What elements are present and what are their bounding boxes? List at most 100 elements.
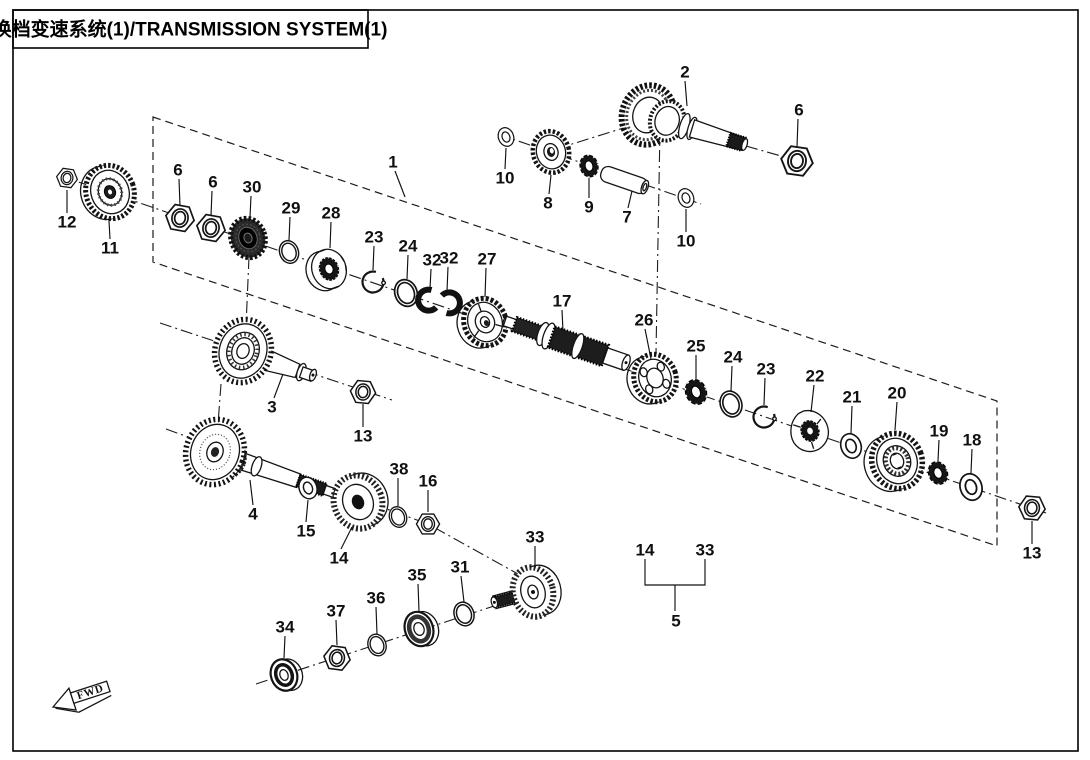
part-8-gear [530,128,572,176]
callout-label-15: 15 [297,522,316,541]
callout-label-3: 3 [267,398,276,417]
callout-label-25: 25 [687,337,706,356]
callout-label-18: 18 [963,431,982,450]
part-24-ring-b [715,387,747,421]
part-19-bushing [924,458,952,488]
callout-label-32: 32 [440,249,459,268]
callout-label-14: 14 [330,549,349,568]
part-28-hub [305,248,348,292]
part-18-washer [955,469,987,505]
part-21-washer [836,430,866,462]
callout-leader-30 [249,195,252,218]
callout-label-9: 9 [584,198,593,217]
callout-label-29: 29 [282,199,301,218]
callout-label-6: 6 [173,161,182,180]
callout-leader-23 [763,377,766,406]
callout-label-7: 7 [622,208,631,227]
title-box-border [12,9,369,49]
callout-leader-10 [504,147,507,170]
callout-label-17: 17 [553,292,572,311]
part-10-washer-b [674,185,698,211]
assembly-bracket [644,559,706,611]
callout-label-6: 6 [794,101,803,120]
axis-shaft2-nut [745,145,789,159]
part-30-gear [228,215,268,261]
callout-label-14: 14 [636,541,655,560]
callout-leader-3 [273,373,284,399]
fwd-arrow-shadow [55,694,112,713]
part-35-bearing [403,610,440,648]
callout-label-24: 24 [724,348,743,367]
callout-leader-6 [210,190,213,217]
callout-leader-26 [644,328,652,360]
callout-label-4: 4 [248,505,258,524]
callout-leader-28 [329,221,332,249]
callout-label-21: 21 [843,388,862,407]
part-3-output-shaft [211,316,318,386]
callout-label-13: 13 [1023,544,1042,563]
callout-leader-20 [894,401,898,431]
axis-idler-row [497,133,702,205]
fwd-arrow-tail [69,680,111,705]
callout-label-13: 13 [354,427,373,446]
callout-label-19: 19 [930,422,949,441]
callout-leader-36 [375,606,378,635]
callout-label-16: 16 [419,472,438,491]
callout-label-24: 24 [399,237,418,256]
callout-leader-24 [406,254,409,280]
callout-label-26: 26 [635,311,654,330]
axis-bevel-row [255,588,547,685]
title-box: 换档变速系统(1)/TRANSMISSION SYSTEM(1) [0,9,387,49]
callout-leader-29 [288,216,291,241]
callout-leader-22 [810,384,815,413]
callout-leader-27 [484,267,487,298]
part-6-nut-a [162,202,198,234]
callout-label-5: 5 [671,612,680,631]
part-7-pin [599,165,650,195]
part-13-nut-right [1017,494,1047,522]
part-6-nut-c [778,144,816,178]
part-29-ring [275,237,303,267]
callout-label-30: 30 [243,178,262,197]
part-37-nut [321,644,353,672]
callout-leader-31 [460,575,465,603]
callout-leader-34 [283,635,286,659]
part-4-counter-shaft [182,416,340,500]
axis-link-shaft2-gear26 [655,127,661,354]
callout-leader-6 [796,118,799,148]
callout-leader-14 [340,526,353,550]
part-17-mainshaft [502,315,631,372]
callout-label-8: 8 [543,194,552,213]
callout-leader-37 [335,619,338,646]
callout-label-35: 35 [408,566,427,585]
callout-label-27: 27 [478,250,497,269]
part-25-bushing [681,375,711,409]
part-6-nut-b [193,212,229,244]
part-20-gear [863,430,926,493]
part-33-bevel-shaft [490,564,562,620]
callout-label-22: 22 [806,367,825,386]
part-32-halfclip-a [415,286,439,314]
callout-leader-17 [561,309,564,332]
part-27-gear [456,295,509,349]
part-9-spring-gear [576,152,602,180]
callout-leader-19 [937,439,940,462]
part-22-dog-hub [790,409,830,453]
part-38-ring [385,503,411,531]
part-2-input-shaft [618,82,749,153]
callout-label-23: 23 [365,228,384,247]
callout-label-33: 33 [526,528,545,547]
callout-leader-8 [548,174,552,195]
axis-link-gear30-gear3 [245,256,250,327]
callout-leader-2 [684,80,688,107]
callout-leader-1 [394,170,406,198]
callout-leader-35 [417,583,420,612]
part-26-gear [626,351,679,405]
part-13-nut-left [348,379,378,405]
callout-label-32: 32 [423,251,442,270]
callout-leader-32 [446,266,449,292]
callout-leader-4 [249,479,254,506]
